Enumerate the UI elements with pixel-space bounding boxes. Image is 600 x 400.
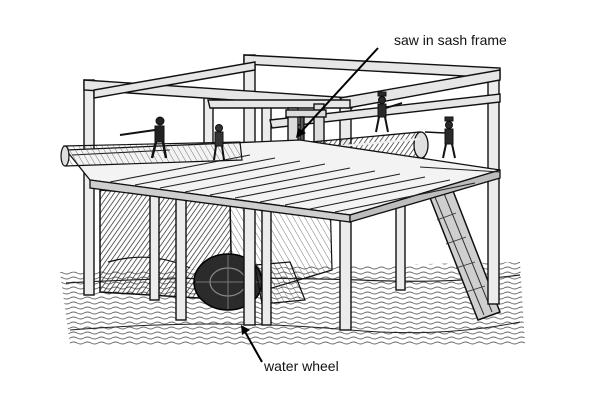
water-wheel-pointer [241,325,263,363]
saw-frame-pointer [296,47,379,138]
sawyer-figure-top [375,91,403,133]
sawyer-figure-right [424,116,456,159]
saw-frame-label: saw in sash frame [394,32,507,48]
water-wheel-label: water wheel [264,358,339,374]
mill-deck [64,139,501,223]
sawyer-figure-middle [213,124,225,161]
sawyer-figure-left [119,116,168,159]
